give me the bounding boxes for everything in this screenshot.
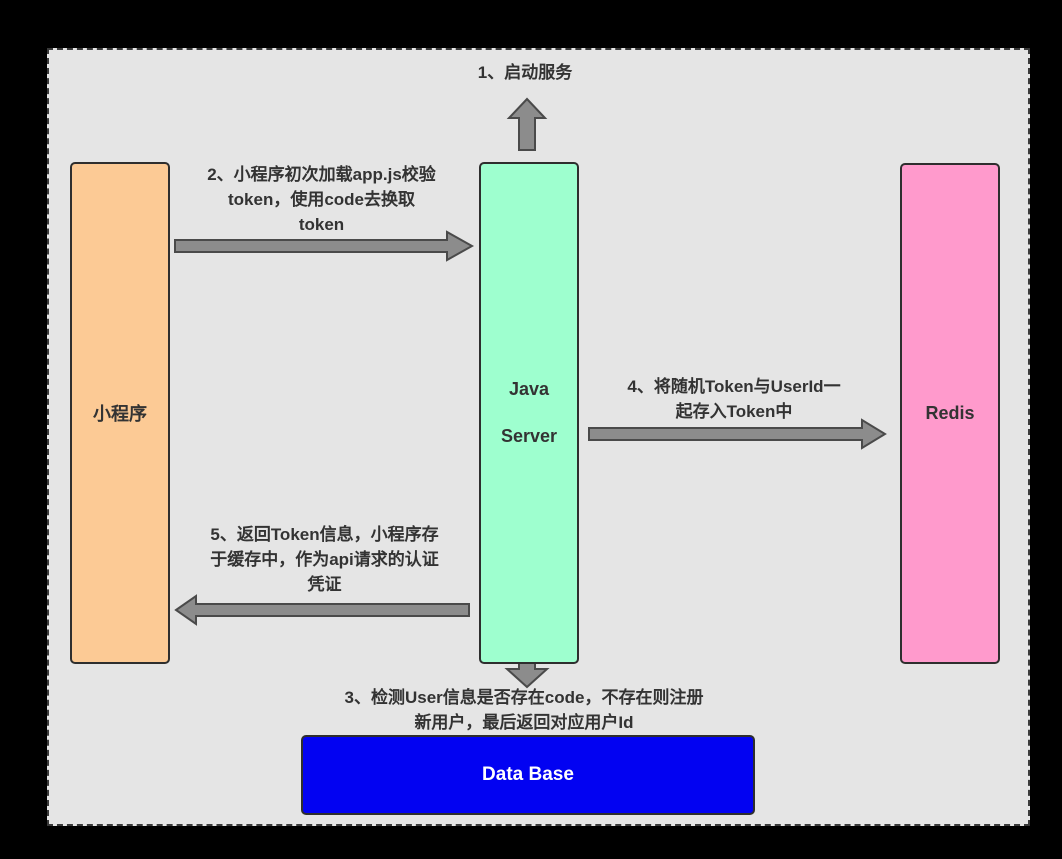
arrow-java-to-miniprogram [174,594,470,626]
arrow-up-start-service [506,97,548,151]
node-redis-label: Redis [925,403,975,423]
step5-label: 5、返回Token信息，小程序存 于缓存中，作为api请求的认证 凭证 [177,522,472,597]
step5-line: 于缓存中，作为api请求的认证 [210,550,439,569]
step4-line: 4、将随机Token与UserId一 [627,377,841,396]
node-database: Data Base [301,735,755,815]
node-miniprogram: 小程序 [70,162,170,664]
node-redis: Redis [900,163,1000,664]
step2-line: token [298,215,345,234]
node-java-server: Java Server [479,162,579,664]
step4-label: 4、将随机Token与UserId一 起存入Token中 [589,374,879,424]
node-java-server-label-line1: Java [508,379,550,399]
step1-label: 1、启动服务 [425,60,625,85]
step5-line: 凭证 [307,575,342,594]
diagram-canvas: 小程序 Java Server Redis Data Base 1、启动服务 2… [47,48,1030,826]
step2-line: 2、小程序初次加载app.js校验 [207,165,436,184]
step3-line: 3、检测User信息是否存在code，不存在则注册 [344,688,704,707]
step4-line: 起存入Token中 [675,402,793,421]
step3-line: 新用户，最后返回对应用户Id [414,713,634,732]
step5-line: 5、返回Token信息，小程序存 [210,525,439,544]
node-database-label: Data Base [482,764,574,785]
step1-line: 1、启动服务 [477,63,573,82]
node-miniprogram-label: 小程序 [93,404,147,424]
step3-label: 3、检测User信息是否存在code，不存在则注册 新用户，最后返回对应用户Id [279,685,769,735]
step2-label: 2、小程序初次加载app.js校验 token，使用code去换取 token [169,162,474,237]
node-java-server-label-line2: Server [500,426,558,446]
arrow-java-to-redis [588,418,887,450]
step2-line: token，使用code去换取 [227,190,416,209]
